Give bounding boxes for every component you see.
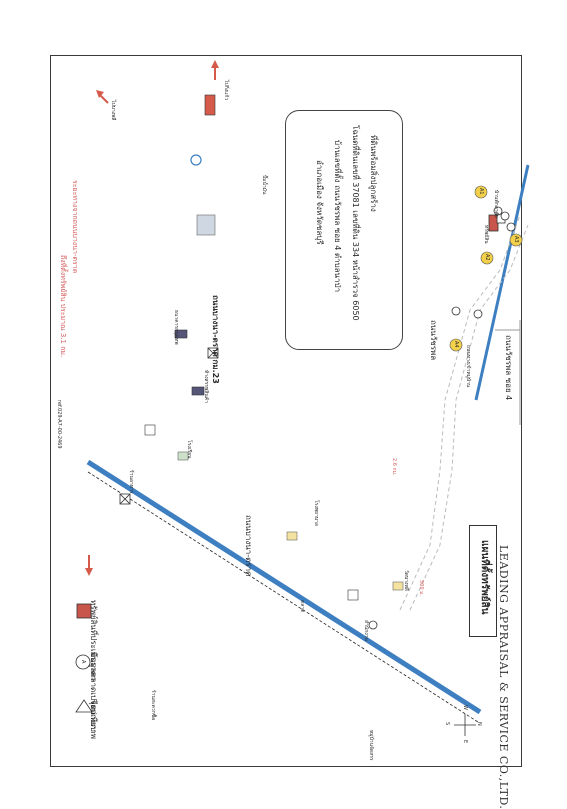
marker-a4 [449,338,463,352]
road-label-main-2: ถนนบางนา-ตราด [244,515,253,577]
map-title: แผนที่ตั้งทรัพย์สิน [479,540,490,615]
legend-property-icon [76,603,92,619]
link-road-2 [409,224,529,611]
reference-number: ref.029-A7-00-2469 [56,400,62,449]
poi-label-7: วัดบางพลี [403,570,409,591]
note-line-2: โฉนดที่ดินเลขที่ 37081 เลขที่ดิน 334 หน้… [351,125,360,321]
note-line-1: ที่ดินพร้อมสิ่งปลูกสร้าง [369,135,378,212]
note-line-4: อำเภอเมือง จังหวัดชลบุรี [315,160,324,245]
poi-label-5: โรงเรียน [186,440,192,459]
red-note-2: ถึงที่ตั้งทรัพย์สิน ประมาณ 3.1 กม. [59,255,67,358]
marker-a2-label: A2 [484,254,490,261]
arrow-label-top: ไปกิ่งแก้ว [223,80,229,101]
arrow-label-nw: ไปบางพลี [110,100,116,121]
main-road [86,459,482,715]
legend-label-viewpoint: จุดถ่ายภาพ [89,700,98,739]
road-label-main: ถนนบางนา-ตราด กม.23 [211,295,220,384]
poi-label-11: ร้านสะดวกซื้อ [150,690,156,721]
company-name: LEADING APPRAISAL & SERVICE CO.,LTD. [497,545,510,809]
road-label-right: ถนนวัชรพล ซอย 4 [504,335,513,401]
legend-comparable-icon [75,654,91,670]
marker-a4-label: A4 [453,341,459,348]
poi-icon-5 [196,214,216,236]
property-note-box [285,110,403,350]
marker-a1-label: A1 [478,188,484,195]
poi-label-2: ห้างสรรพสินค้า [203,370,209,403]
poi-icon-6 [204,94,216,116]
link-road [399,214,521,611]
distance-label-1: 2.6 กม. [391,458,397,476]
compass-w: W [462,705,468,710]
upper-road [474,164,530,401]
main-road-edge [87,471,479,723]
marker-a3-label: A3 [513,236,519,243]
road-label-secondary: ถนนวัชรพล [429,320,438,361]
marker-a1 [474,185,488,199]
arrow-down [85,568,93,576]
compass-n: N [476,722,482,726]
compass-s: S [444,722,450,726]
distance-label-2: 500 ม. [418,580,424,597]
poi-label-8: โรงพยาบาล [313,500,319,526]
arrow-nw [99,94,109,104]
red-note-1: ระยะทางจากถนนบางนา-ตราด [71,180,79,274]
poi-label-13: ทรัพย์สิน [483,225,489,244]
road-label-right-2: ถนนทางเข้าหมู่บ้าน [465,345,471,388]
note-line-3: บ้านเลขที่ตั้ง ถนนวัชรพล ซอย 4 ตำบลนาป่า [333,140,342,293]
poi-label-3: ธนาคารกรุงเทพ [173,310,179,345]
poi-label-6: ปั๊มน้ำมัน [261,175,267,195]
marker-a2 [480,251,494,265]
poi-icon-3 [174,329,188,339]
legend-a-label: A [80,660,86,664]
poi-icon-4 [191,386,205,396]
poi-icon-7 [190,154,202,166]
poi-label-1: บ้านพักอาศัย [493,190,499,218]
poi-label-10: สำนักงาน [363,620,369,641]
marker-a3 [509,233,523,247]
poi-label-4: ร้านอาหาร [128,470,134,494]
map-title-box [469,525,497,637]
compass-e: E [462,740,468,744]
legend-viewpoint-icon [75,699,93,713]
poi-label-12: หมู่บ้านจัดสรร [368,730,374,761]
map-frame [50,55,522,767]
poi-label-9: ตลาด [299,600,305,613]
